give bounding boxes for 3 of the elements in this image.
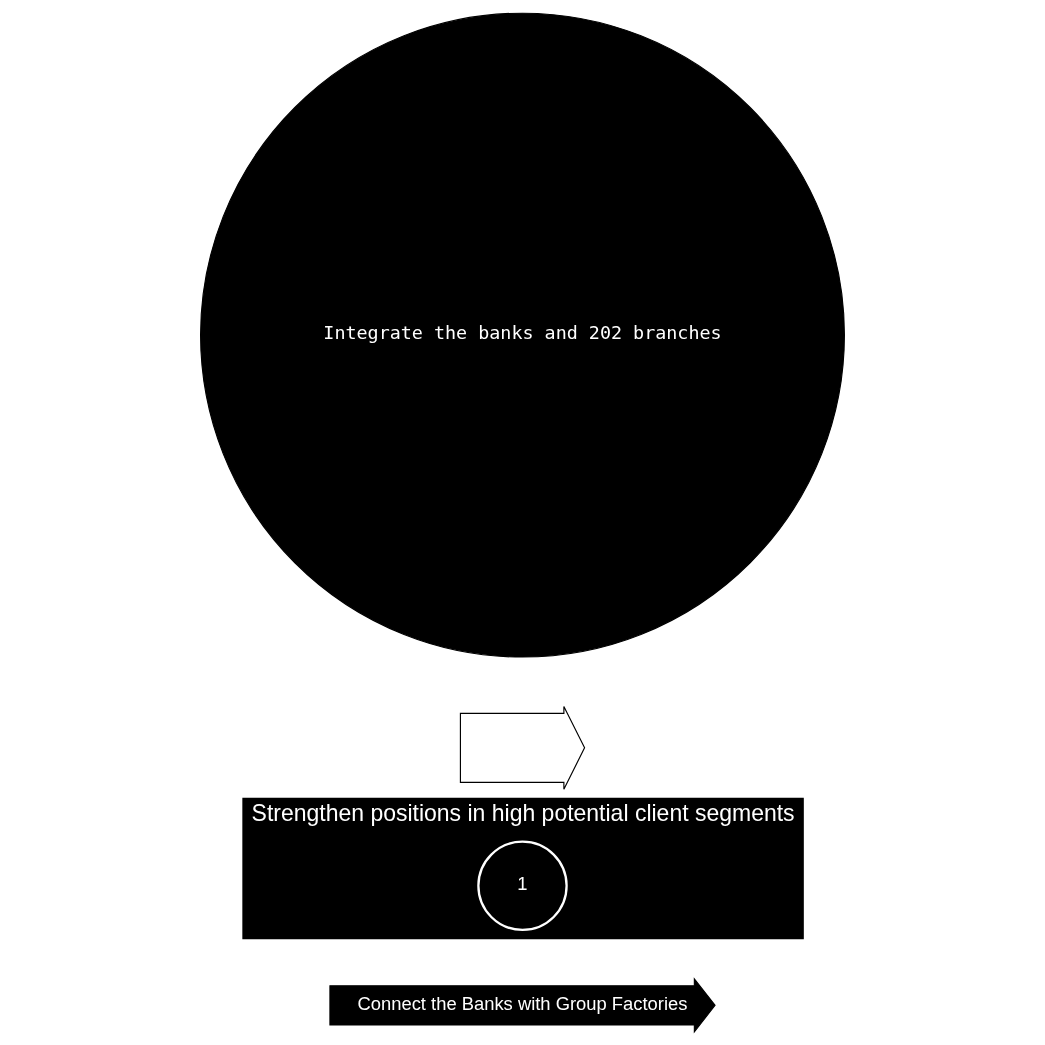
node-circle: Integrate the banks and 202 branches [200, 12, 845, 658]
node-arrow [459, 705, 586, 790]
node-circle: 1 [477, 840, 568, 932]
